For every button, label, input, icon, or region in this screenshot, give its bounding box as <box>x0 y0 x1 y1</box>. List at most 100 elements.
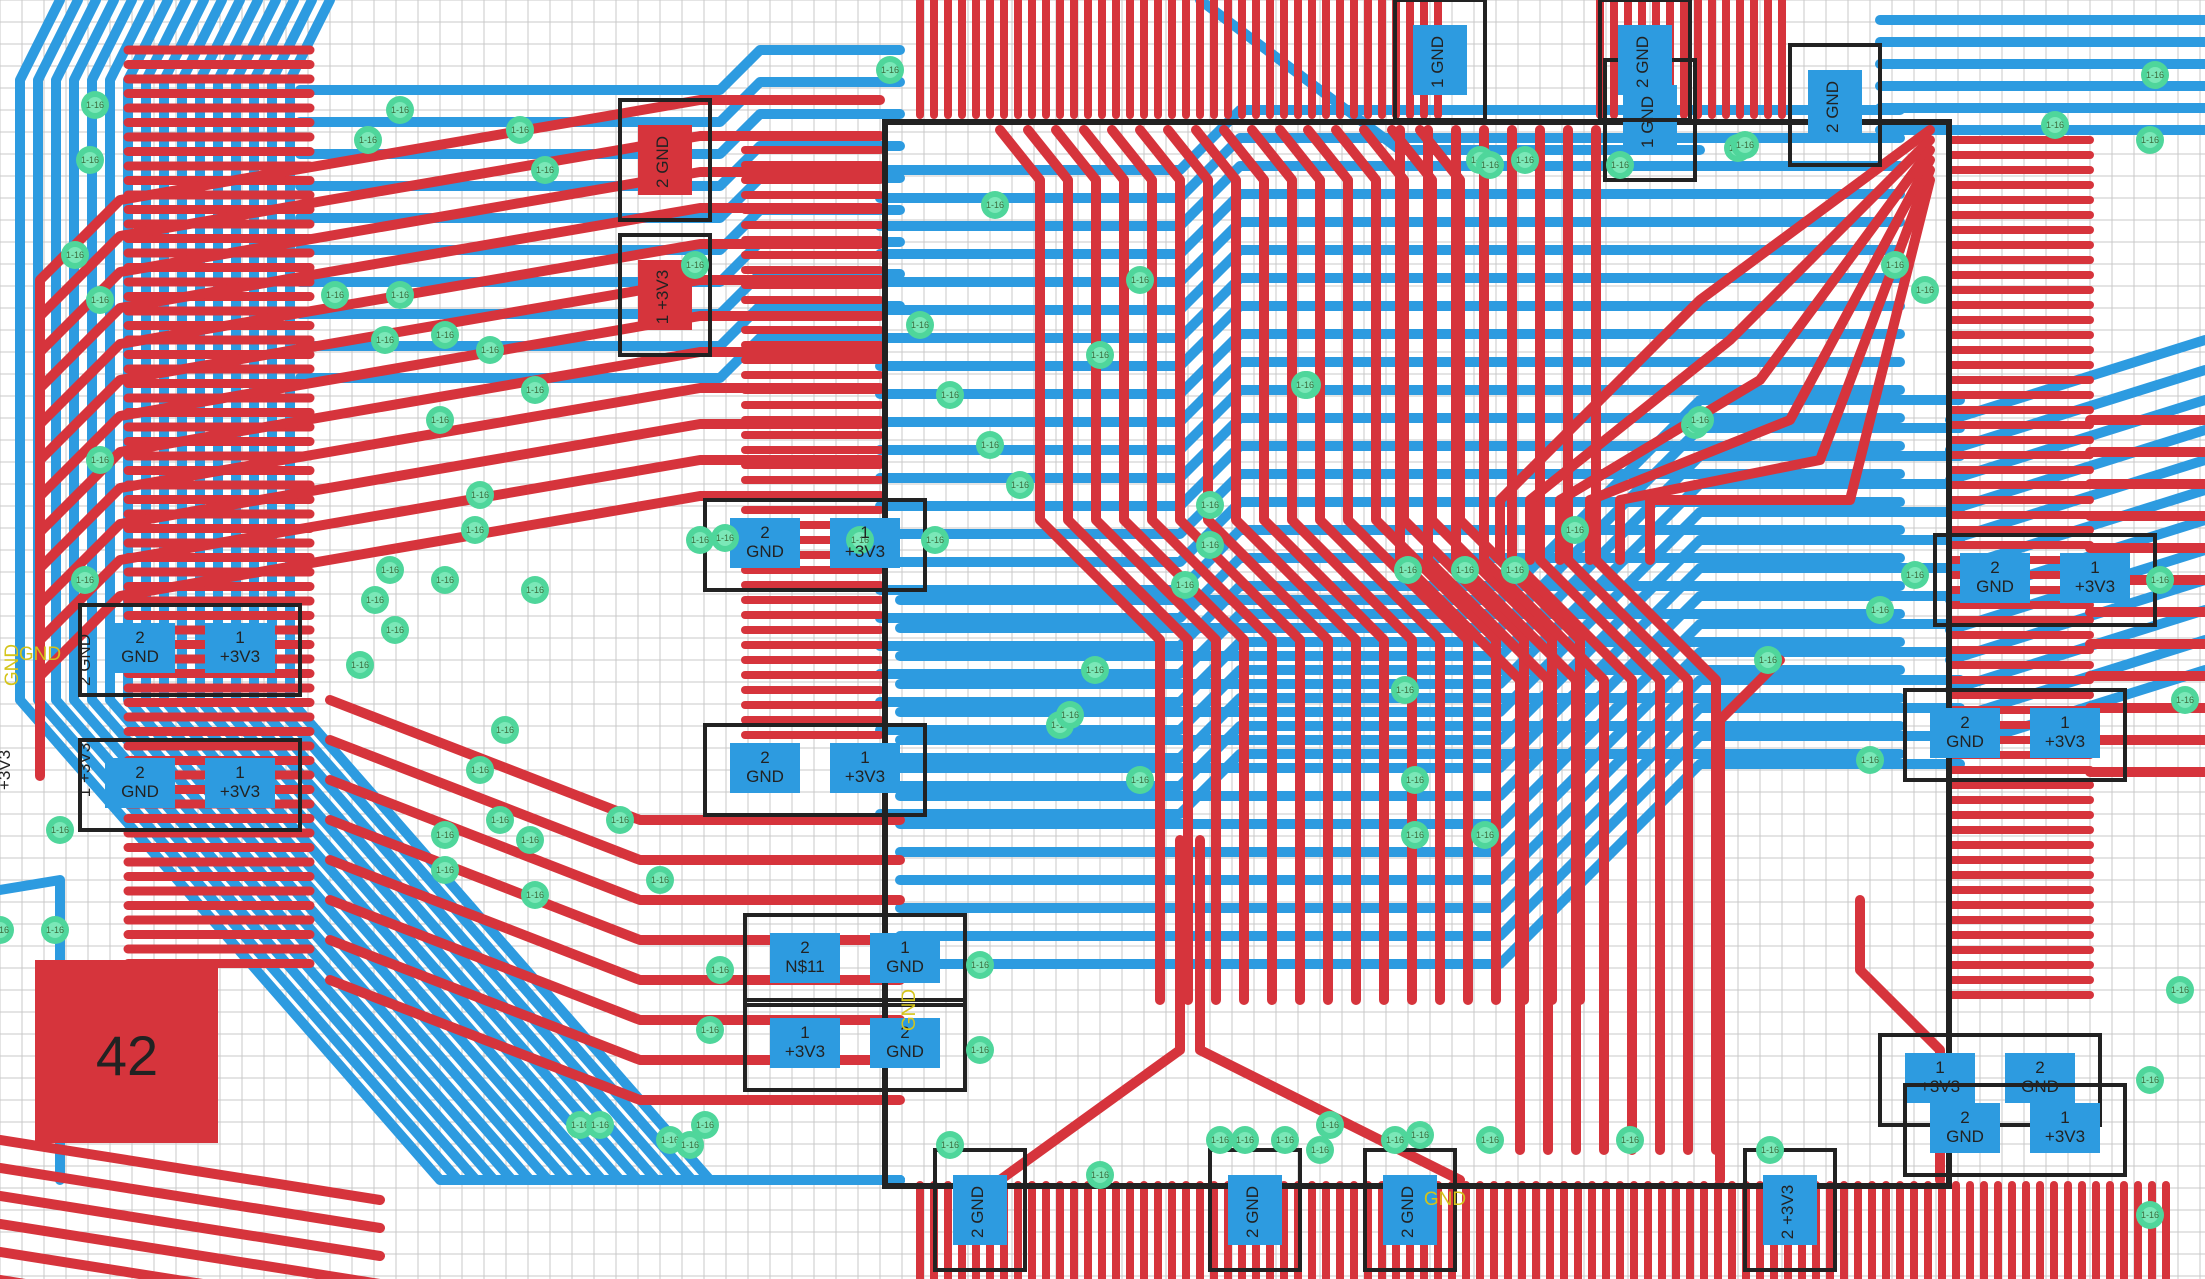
via[interactable]: 1-16 <box>71 566 99 594</box>
via[interactable]: 1-16 <box>1171 571 1199 599</box>
pad[interactable] <box>1808 70 1862 140</box>
pad-left[interactable] <box>1905 1053 1975 1103</box>
via[interactable]: 1-16 <box>2136 1066 2164 1094</box>
via[interactable]: 1-16 <box>696 1016 724 1044</box>
pad[interactable] <box>953 1175 1007 1245</box>
via[interactable]: 1-16 <box>1381 1126 1409 1154</box>
pad-right[interactable] <box>870 1018 940 1068</box>
pad-left[interactable] <box>770 1018 840 1068</box>
via[interactable]: 1-16 <box>1081 656 1109 684</box>
via[interactable]: 1-16 <box>921 526 949 554</box>
pad[interactable] <box>1228 1175 1282 1245</box>
pad-right[interactable] <box>870 933 940 983</box>
two-pin-part[interactable] <box>78 738 302 832</box>
vertical-part[interactable] <box>1598 0 1692 122</box>
pad[interactable] <box>638 125 692 195</box>
via[interactable]: 1-16 <box>486 806 514 834</box>
via[interactable]: 1-16 <box>461 516 489 544</box>
pad-right[interactable] <box>2030 708 2100 758</box>
via[interactable]: 1-16 <box>1126 266 1154 294</box>
via[interactable]: 1-16 <box>676 1131 704 1159</box>
via[interactable]: 1-16 <box>1731 131 1759 159</box>
via[interactable]: 1-16 <box>711 524 739 552</box>
via[interactable]: 1-16 <box>1476 1126 1504 1154</box>
pad-left[interactable] <box>1930 1103 2000 1153</box>
pad-left[interactable] <box>1930 708 2000 758</box>
via[interactable]: 1-16 <box>1056 701 1084 729</box>
via[interactable]: 1-16 <box>0 916 14 944</box>
pad-right[interactable] <box>205 758 275 808</box>
via[interactable]: 1-16 <box>1196 531 1224 559</box>
pad-left[interactable] <box>730 518 800 568</box>
via[interactable]: 1-16 <box>381 616 409 644</box>
via[interactable]: 1-16 <box>431 821 459 849</box>
via[interactable]: 1-16 <box>1206 1126 1234 1154</box>
via[interactable]: 1-16 <box>1471 821 1499 849</box>
via[interactable]: 1-16 <box>1406 1121 1434 1149</box>
via[interactable]: 1-16 <box>521 881 549 909</box>
via[interactable]: 1-16 <box>46 816 74 844</box>
via[interactable]: 1-16 <box>566 1111 594 1139</box>
via[interactable]: 1-16 <box>431 566 459 594</box>
via[interactable]: 1-16 <box>491 716 519 744</box>
via[interactable]: 1-16 <box>466 756 494 784</box>
via[interactable]: 1-16 <box>606 806 634 834</box>
via[interactable]: 1-16 <box>1606 151 1634 179</box>
via[interactable]: 1-16 <box>1291 371 1319 399</box>
via[interactable]: 1-16 <box>1476 151 1504 179</box>
via[interactable]: 1-16 <box>1271 1126 1299 1154</box>
via[interactable]: 1-16 <box>431 321 459 349</box>
via[interactable]: 1-16 <box>1901 561 1929 589</box>
via[interactable]: 1-16 <box>2141 61 2169 89</box>
via[interactable]: 1-16 <box>376 556 404 584</box>
via[interactable]: 1-16 <box>1086 341 1114 369</box>
via[interactable]: 1-16 <box>386 96 414 124</box>
via[interactable]: 1-16 <box>2136 1201 2164 1229</box>
via[interactable]: 1-16 <box>1756 1136 1784 1164</box>
via[interactable]: 1-16 <box>1754 646 1782 674</box>
via[interactable]: 1-16 <box>981 191 1009 219</box>
via[interactable]: 1-16 <box>2166 976 2194 1004</box>
vertical-part[interactable] <box>1393 0 1487 122</box>
pad-left[interactable] <box>105 623 175 673</box>
via[interactable]: 1-16 <box>966 1036 994 1064</box>
vertical-part[interactable] <box>1743 1148 1837 1272</box>
via[interactable]: 1-16 <box>2136 126 2164 154</box>
via[interactable]: 1-16 <box>936 1131 964 1159</box>
via[interactable]: 1-16 <box>976 431 1004 459</box>
pad-right[interactable] <box>2005 1053 2075 1103</box>
pad[interactable] <box>1618 25 1672 95</box>
vertical-part[interactable] <box>618 98 712 222</box>
via[interactable]: 1-16 <box>1561 516 1589 544</box>
via[interactable]: 1-16 <box>1086 1161 1114 1189</box>
via[interactable]: 1-16 <box>2171 686 2199 714</box>
vertical-part[interactable] <box>1363 1148 1457 1272</box>
via[interactable]: 1-16 <box>1616 1126 1644 1154</box>
two-pin-part[interactable] <box>1878 1033 2102 1127</box>
via[interactable]: 1-16 <box>1866 596 1894 624</box>
two-pin-part[interactable] <box>703 723 927 817</box>
via[interactable]: 1-16 <box>86 286 114 314</box>
via[interactable]: 1-16 <box>466 481 494 509</box>
via[interactable]: 1-16 <box>321 281 349 309</box>
pad[interactable] <box>1763 1175 1817 1245</box>
vertical-part[interactable] <box>1788 43 1882 167</box>
via[interactable]: 1-16 <box>586 1111 614 1139</box>
via[interactable]: 1-16 <box>1316 1111 1344 1139</box>
via[interactable]: 1-16 <box>354 126 382 154</box>
via[interactable]: 1-16 <box>1686 406 1714 434</box>
via[interactable]: 1-16 <box>966 951 994 979</box>
via[interactable]: 1-16 <box>1394 556 1422 584</box>
via[interactable]: 1-16 <box>1501 556 1529 584</box>
via[interactable]: 1-16 <box>2146 566 2174 594</box>
via[interactable]: 1-16 <box>1391 676 1419 704</box>
pad-left[interactable] <box>1960 553 2030 603</box>
pad-left[interactable] <box>770 933 840 983</box>
via[interactable]: 1-16 <box>431 856 459 884</box>
via[interactable]: 1-16 <box>371 326 399 354</box>
via[interactable]: 1-16 <box>61 241 89 269</box>
via[interactable]: 1-16 <box>476 336 504 364</box>
via[interactable]: 1-16 <box>76 146 104 174</box>
via[interactable]: 1-16 <box>346 651 374 679</box>
